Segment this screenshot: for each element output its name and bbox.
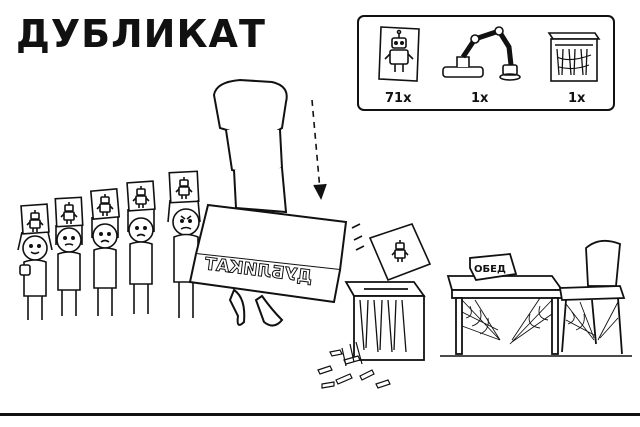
- person-4: [126, 180, 156, 314]
- rubber-stamp: [188, 78, 348, 327]
- person-3: [89, 188, 121, 316]
- paper-shreds: [317, 341, 391, 389]
- parts-list-box: 71x 1x 1x: [357, 15, 615, 111]
- robot-arm-quantity: 1x: [471, 91, 489, 106]
- person-5: [167, 170, 201, 318]
- shredder-quantity: 1x: [568, 91, 586, 106]
- motion-arrow: [311, 99, 327, 200]
- robot-poster-icon: [378, 26, 420, 82]
- desk-sign-label: ОБЕД: [474, 264, 506, 275]
- people-queue: [17, 170, 201, 320]
- parts-icons: [378, 26, 601, 82]
- desk: [446, 253, 564, 355]
- page-title: ДУБЛИКАТ: [16, 12, 266, 56]
- cobweb-chair: [565, 301, 619, 341]
- flying-robot-poster: [351, 223, 432, 282]
- cobweb-desk: [461, 297, 553, 345]
- robot-poster-quantity: 71x: [385, 91, 412, 106]
- shredder: [344, 281, 426, 361]
- person-2: [54, 196, 84, 316]
- bottom-rule: [0, 413, 640, 416]
- person-1: [17, 203, 53, 320]
- chair: [558, 239, 626, 355]
- robot-arm-icon: [442, 26, 521, 81]
- shredder-icon: [547, 32, 601, 82]
